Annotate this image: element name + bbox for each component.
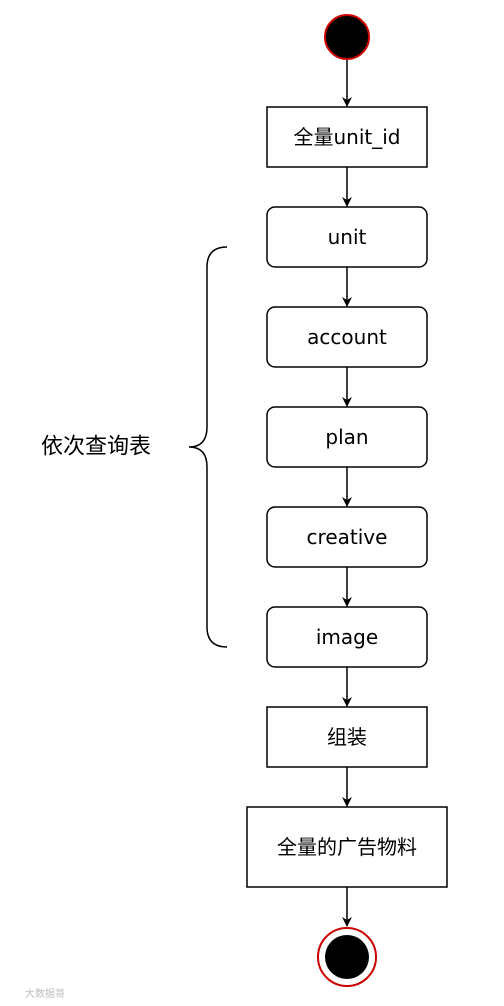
assemble-box[interactable]	[266, 706, 428, 768]
unit-ids-box[interactable]	[266, 106, 428, 168]
unit-ids-label: 全量unit_id	[293, 125, 400, 149]
assemble-label: 组装	[327, 725, 367, 749]
unit-label: unit	[328, 225, 367, 249]
curly-brace	[188, 246, 228, 648]
result-box[interactable]	[246, 806, 448, 888]
creative-box[interactable]	[266, 506, 428, 568]
result-label: 全量的广告物料	[277, 835, 417, 859]
account-box[interactable]	[266, 306, 428, 368]
brace-label: 依次查询表	[41, 435, 151, 460]
plan-box[interactable]	[266, 406, 428, 468]
watermark-text: 大数据哥	[25, 987, 65, 1000]
image-label: image	[316, 625, 378, 649]
creative-label: creative	[307, 525, 388, 549]
start-node[interactable]	[324, 14, 370, 60]
account-label: account	[307, 325, 387, 349]
end-node[interactable]	[325, 935, 369, 979]
plan-label: plan	[325, 425, 368, 449]
image-box[interactable]	[266, 606, 428, 668]
unit-box[interactable]	[266, 206, 428, 268]
